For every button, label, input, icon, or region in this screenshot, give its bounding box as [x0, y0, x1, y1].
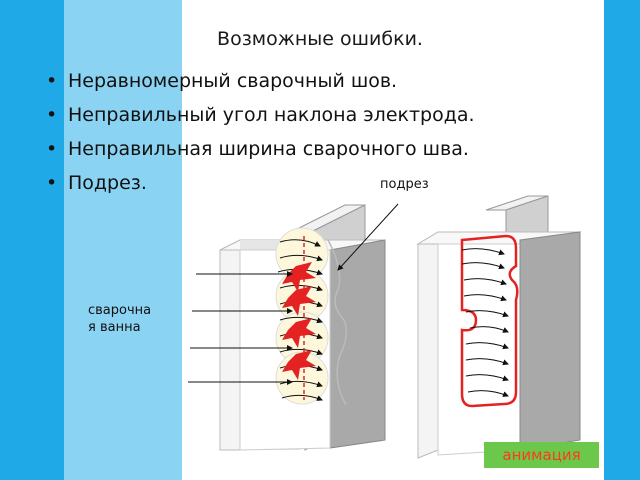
list-item: Неправильный угол наклона электрода. [46, 98, 475, 132]
weld-pool-label-line2: я ванна [88, 320, 141, 335]
undercut-pointer-line [337, 203, 399, 271]
error-list: Неравномерный сварочный шов. Неправильны… [46, 64, 475, 200]
weld-pool-label-line1: сварочна [88, 303, 152, 318]
animation-button[interactable]: анимация [484, 442, 599, 468]
background-stripe-right [604, 0, 640, 480]
right-plates [416, 195, 582, 459]
list-item: Подрез. [46, 166, 475, 200]
left-weld-pool [275, 227, 347, 406]
list-item: Неправильная ширина сварочного шва. [46, 132, 475, 166]
undercut-label: подрез [380, 177, 429, 192]
list-item: Неравномерный сварочный шов. [46, 64, 475, 98]
slide-title: Возможные ошибки. [217, 28, 423, 50]
right-weld-outline [460, 234, 519, 408]
pool-pointer-lines [188, 271, 293, 385]
